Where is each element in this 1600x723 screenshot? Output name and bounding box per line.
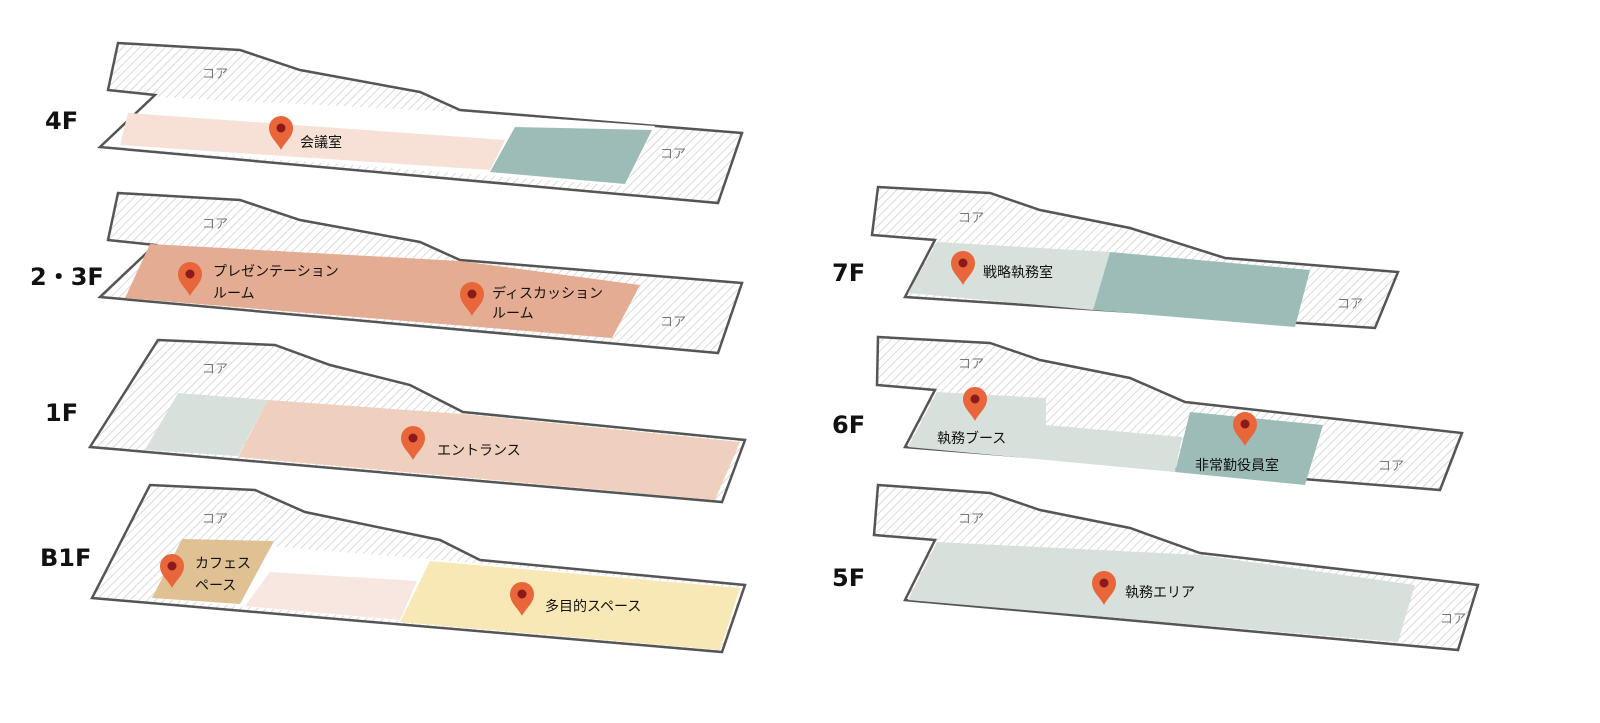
room-label: ペース <box>195 578 236 594</box>
room-teal <box>1093 252 1310 327</box>
floor-label: 1F <box>45 399 78 427</box>
room-multipurpose[interactable] <box>400 561 740 650</box>
room-label: 執務ブース <box>937 430 1006 447</box>
room-teal <box>490 127 652 184</box>
core-label: コア <box>958 357 984 372</box>
floor-label: 2・3F <box>30 263 104 291</box>
core-label: コア <box>660 315 686 330</box>
room-entrance[interactable] <box>238 400 740 500</box>
room-label: 執務エリア <box>1125 585 1195 601</box>
room-label: 非常勤役員室 <box>1195 457 1279 474</box>
room-label: エントランス <box>437 443 521 459</box>
room-label: ルーム <box>492 306 534 322</box>
core-label: コア <box>202 67 228 82</box>
room-label: 多目的スペース <box>545 598 641 615</box>
floor-5f[interactable]: 5F コア コア 執務エリア <box>832 483 1480 652</box>
floor-label: 6F <box>832 411 865 439</box>
floor-label: B1F <box>40 544 91 572</box>
core-label: コア <box>958 211 984 226</box>
floor-label: 5F <box>832 564 865 592</box>
floor-1f[interactable]: 1F コア エントランス <box>45 338 747 504</box>
core-label: コア <box>1378 459 1404 474</box>
core-label: コア <box>1440 612 1466 627</box>
core-label: コア <box>202 217 228 232</box>
room-pale <box>245 572 417 620</box>
room-office[interactable] <box>908 542 1415 642</box>
floor-b1f[interactable]: B1F コア カフェス ペース 多目的スペース <box>40 483 747 654</box>
room-label: カフェス <box>195 556 251 572</box>
room-label: 戦略執務室 <box>983 264 1053 281</box>
room-green <box>145 393 268 456</box>
room-meeting[interactable] <box>120 113 505 170</box>
core-label: コア <box>1337 297 1363 312</box>
room-cafe[interactable] <box>152 539 274 604</box>
floor-label: 4F <box>45 107 78 135</box>
room-label: プレゼンテーション <box>213 264 339 280</box>
room-label: ルーム <box>213 286 255 302</box>
floor-label: 7F <box>832 259 865 287</box>
core-label: コア <box>202 512 228 527</box>
floor-4f[interactable]: 4F コア コア 会議室 <box>45 41 744 205</box>
room-presentation-discussion[interactable] <box>125 244 640 338</box>
core-label: コア <box>660 147 686 162</box>
core-label: コア <box>958 512 984 527</box>
core-label: コア <box>202 362 228 377</box>
room-label: 会議室 <box>300 134 342 151</box>
floor-6f[interactable]: 6F コア コア 執務ブース 非常勤役員室 <box>832 335 1464 492</box>
floor-7f[interactable]: 7F コア コア 戦略執務室 <box>832 185 1400 330</box>
room-executive[interactable] <box>1175 412 1323 485</box>
floor-2-3f[interactable]: 2・3F コア コア プレゼンテーション ルーム ディスカッション ルーム <box>30 191 744 355</box>
room-label: ディスカッション <box>492 285 603 302</box>
